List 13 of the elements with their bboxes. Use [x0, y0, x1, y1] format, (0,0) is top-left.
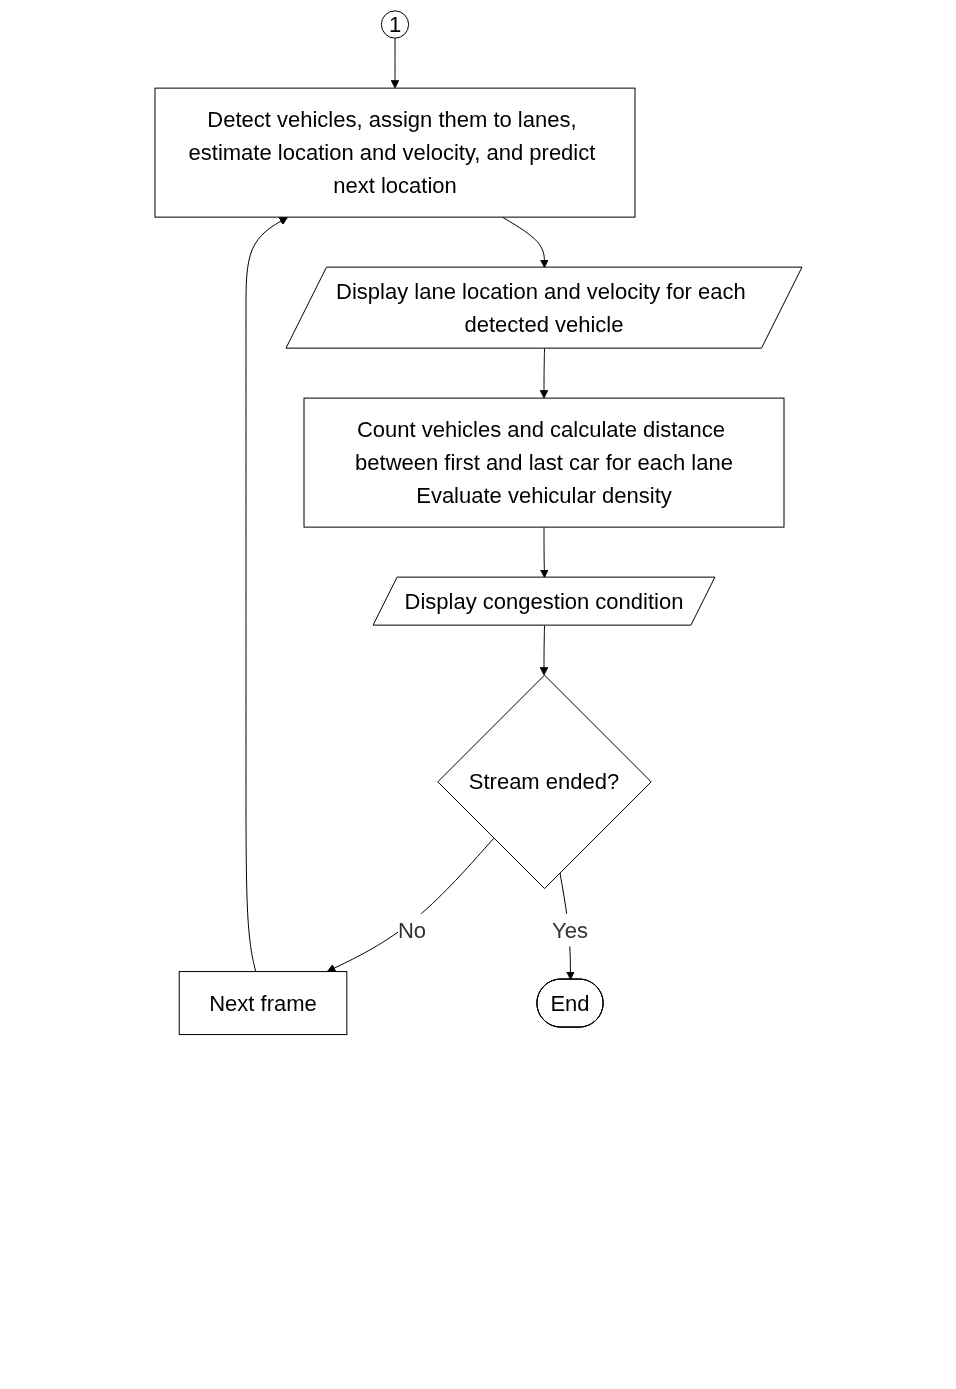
arrow [390, 37, 399, 89]
arrow [326, 837, 494, 973]
node-circle: 1 [380, 10, 409, 39]
node-diamond: Stream ended? [436, 674, 652, 890]
arrow [245, 216, 288, 973]
edge-label: Yes [551, 917, 588, 943]
arrow [539, 348, 548, 399]
edge-label: No [397, 917, 426, 943]
node-box: Count vehicles and calculate distance between first and last car for each lane Evaluate vehicular density [303, 397, 784, 528]
node-box: Detect vehicles, assign them to lanes, estimate location and velocity, and predict next location [154, 87, 635, 218]
node-box: Next frame [178, 971, 347, 1036]
arrow [539, 625, 548, 676]
arrow [539, 526, 549, 579]
